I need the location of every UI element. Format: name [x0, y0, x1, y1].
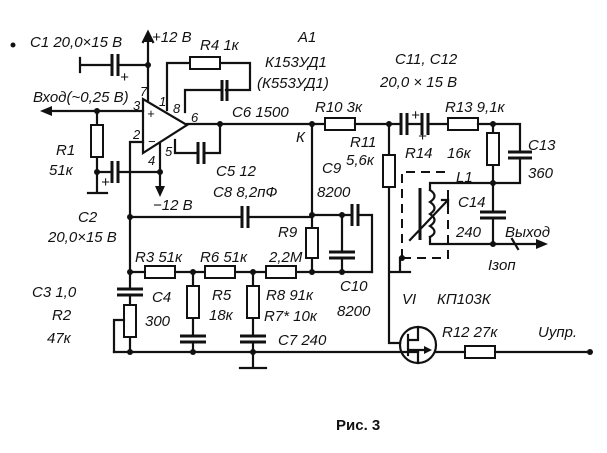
v1-label: VI: [402, 291, 416, 308]
c11-c12-label: C11, C12: [395, 51, 458, 68]
c5-label: C5 12: [216, 163, 257, 180]
r9-value: 2,2М: [268, 249, 303, 266]
r4-label: R4 1к: [200, 37, 240, 54]
r2-label: R2: [52, 307, 72, 324]
c3-label: C3 1,0: [32, 284, 77, 301]
c6-label: C6 1500: [232, 104, 289, 121]
c14-value: 240: [455, 224, 482, 241]
node-k: К: [296, 129, 306, 146]
r13-label: R13 9,1к: [445, 99, 506, 116]
pin-2: 2: [132, 127, 141, 142]
c2-value: 20,0×15 В: [47, 229, 117, 246]
c13-label: C13: [528, 137, 556, 154]
c1-plus: +: [120, 69, 129, 86]
r5-label: R5: [212, 287, 232, 304]
pin-5: 5: [165, 144, 173, 159]
supply-pos-label: +12 В: [152, 29, 192, 46]
supply-neg-label: −12 В: [153, 197, 193, 214]
v1-value: КП103К: [437, 291, 492, 308]
figure-caption: Рис. 3: [336, 417, 380, 434]
c11-c12-value: 20,0 × 15 В: [379, 74, 457, 91]
pin-7: 7: [140, 84, 148, 99]
opamp-alt-type: (К553УД1): [257, 75, 329, 92]
c2-label: C2: [78, 209, 98, 226]
opamp-plus: +: [147, 106, 155, 121]
c13-value: 360: [528, 165, 554, 182]
c2-plus: +: [101, 174, 110, 191]
r8-label: R8 91к: [266, 287, 314, 304]
c12-plus: +: [418, 128, 427, 145]
c9-label: C9: [322, 160, 342, 177]
c14-label: C14: [458, 194, 486, 211]
r10-label: R10 3к: [315, 99, 363, 116]
l1-label: L1: [456, 169, 473, 186]
c11-plus: +: [411, 107, 420, 124]
labels: C1 20,0×15 В +12 В + R4 1к A1 К153УД1 (К…: [30, 29, 577, 434]
opamp-minus: −: [148, 134, 156, 149]
r12-label: R12 27к: [442, 324, 498, 341]
r7-label: R7* 10к: [264, 308, 318, 325]
r3-label: R3 51к: [135, 249, 183, 266]
opamp-ref: A1: [297, 29, 316, 46]
pin-1: 1: [159, 94, 166, 109]
output-label: Выход: [505, 224, 550, 241]
r11-value: 5,6к: [346, 152, 375, 169]
r9-label: R9: [278, 224, 298, 241]
c10-value: 8200: [337, 303, 371, 320]
r5-value: 18к: [209, 307, 234, 324]
opamp-type: К153УД1: [265, 54, 327, 71]
c4-value: 300: [145, 313, 171, 330]
input-label: Вход(~0,25 В): [33, 89, 129, 106]
r14-label: R14: [405, 145, 433, 162]
pin-8: 8: [173, 101, 181, 116]
pin-3: 3: [133, 98, 141, 113]
c4-label: C4: [152, 289, 171, 306]
wires: [10, 29, 593, 370]
c10-label: C10: [340, 278, 368, 295]
pin-4: 4: [148, 153, 155, 168]
c7-label: C7 240: [278, 332, 327, 349]
r2-value: 47к: [47, 330, 72, 347]
control-label: Uупр.: [538, 324, 577, 341]
current-label: Iзоп: [488, 257, 516, 274]
r6-label: R6 51к: [200, 249, 248, 266]
r1-label: R1: [56, 142, 75, 159]
r1-value: 51к: [49, 162, 74, 179]
c8-label: C8 8,2пФ: [213, 184, 277, 201]
pin-6: 6: [191, 110, 199, 125]
r11-label: R11: [350, 134, 376, 151]
c9-value: 8200: [317, 184, 351, 201]
c1-label: C1 20,0×15 В: [30, 34, 122, 51]
r14-value: 16к: [447, 145, 472, 162]
